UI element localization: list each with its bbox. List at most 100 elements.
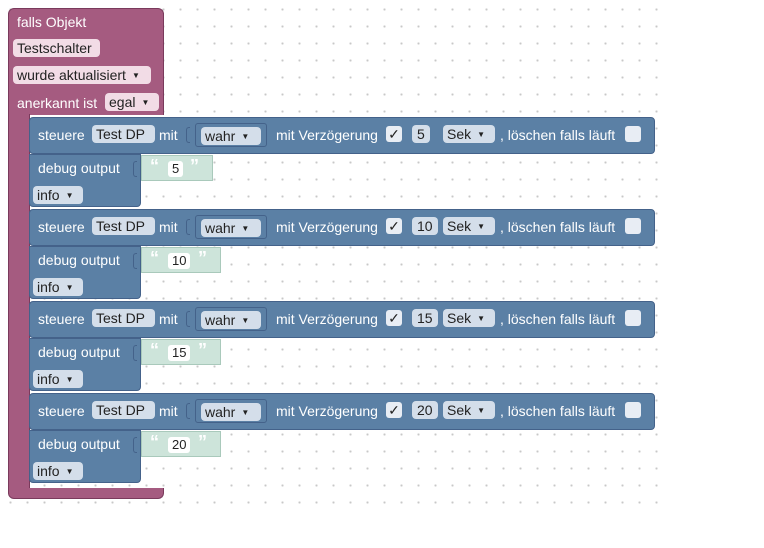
level-select[interactable]: info▼ — [33, 278, 83, 296]
chevron-down-icon: ▼ — [477, 130, 486, 139]
level-select-label: info — [37, 463, 60, 479]
value-input-notch — [186, 311, 190, 327]
level-select[interactable]: info▼ — [33, 462, 83, 480]
event-title: falls Objekt — [17, 14, 87, 30]
workspace-edge — [664, 0, 764, 548]
level-select-label: info — [37, 371, 60, 387]
quote-open-icon: “ — [150, 340, 159, 360]
object-field[interactable]: Testschalter — [13, 39, 100, 57]
clear-label: , löschen falls läuft — [500, 127, 616, 143]
clear-label: , löschen falls läuft — [500, 403, 616, 419]
debug-label: debug output — [38, 160, 120, 176]
quote-close-icon: ” — [198, 340, 207, 360]
trigger-select[interactable]: wurde aktualisiert▼ — [13, 66, 151, 84]
unit-select[interactable]: Sek▼ — [443, 401, 495, 419]
text-value-field[interactable]: 20 — [168, 437, 191, 453]
debug-input-notch — [133, 253, 137, 269]
delay-label: mit Verzögerung — [276, 311, 378, 327]
debug-input-notch — [133, 161, 137, 177]
chevron-down-icon: ▼ — [241, 316, 250, 325]
target-field-label: Test DP — [96, 402, 146, 418]
check-icon: ✓ — [388, 402, 400, 418]
steuere-label: steuere — [38, 311, 85, 327]
level-select[interactable]: info ▼ — [33, 370, 83, 388]
ack-select-label: egal — [109, 94, 136, 110]
ack-select[interactable]: egal▼ — [105, 93, 159, 111]
unit-select[interactable]: Sek▼ — [443, 125, 495, 143]
text-block[interactable]: “ 20 ” — [141, 431, 221, 457]
check-icon: ✓ — [388, 310, 400, 326]
value-select[interactable]: wahr▼ — [201, 127, 261, 145]
quote-open-icon: “ — [150, 156, 159, 176]
steuere-label: steuere — [38, 219, 85, 235]
debug-label: debug output — [38, 252, 120, 268]
check-icon: ✓ — [388, 218, 400, 234]
text-block[interactable]: “ 10 ” — [141, 247, 221, 273]
mit-label: mit — [159, 127, 178, 143]
chevron-down-icon: ▼ — [65, 375, 74, 384]
delay-value-field[interactable]: 10 — [412, 217, 438, 235]
value-input-notch — [186, 403, 190, 419]
value-block[interactable]: wahr▼ — [195, 307, 267, 331]
clear-checkbox[interactable] — [625, 402, 641, 418]
value-select-label: wahr — [205, 404, 236, 420]
text-block[interactable]: “ 15 ” — [141, 339, 221, 365]
chevron-down-icon: ▼ — [477, 222, 486, 231]
target-field-label: Test DP — [96, 126, 146, 142]
text-value-field[interactable]: 10 — [168, 253, 191, 269]
value-block[interactable]: wahr▼ — [195, 123, 267, 147]
value-select-label: wahr — [205, 128, 236, 144]
delay-value-label: 10 — [417, 218, 433, 234]
target-field[interactable]: Test DP — [92, 125, 155, 143]
delay-label: mit Verzögerung — [276, 219, 378, 235]
delay-label: mit Verzögerung — [276, 403, 378, 419]
delay-value-field[interactable]: 20 — [412, 401, 438, 419]
value-block[interactable]: wahr▼ — [195, 215, 267, 239]
level-select-label: info — [37, 187, 60, 203]
quote-open-icon: “ — [150, 432, 159, 452]
delay-checkbox[interactable]: ✓ — [386, 126, 402, 142]
value-select[interactable]: wahr ▼ — [201, 403, 261, 421]
delay-checkbox[interactable]: ✓ — [386, 402, 402, 418]
quote-close-icon: ” — [190, 156, 199, 176]
value-block[interactable]: wahr ▼ — [195, 399, 267, 423]
text-value-field[interactable]: 15 — [168, 345, 191, 361]
clear-checkbox[interactable] — [625, 218, 641, 234]
value-input-notch — [186, 219, 190, 235]
chevron-down-icon: ▼ — [241, 408, 250, 417]
target-field[interactable]: Test DP — [92, 309, 155, 327]
mit-label: mit — [159, 311, 178, 327]
debug-input-notch — [133, 437, 137, 453]
object-field-label: Testschalter — [17, 40, 92, 56]
quote-open-icon: “ — [150, 248, 159, 268]
chevron-down-icon: ▼ — [477, 314, 486, 323]
value-select[interactable]: wahr▼ — [201, 311, 261, 329]
delay-value-field[interactable]: 15 — [412, 309, 438, 327]
text-value-field[interactable]: 5 — [168, 161, 184, 177]
mit-label: mit — [159, 219, 178, 235]
unit-select-label: Sek — [447, 310, 472, 326]
delay-checkbox[interactable]: ✓ — [386, 218, 402, 234]
text-block[interactable]: “ 5 ” — [141, 155, 213, 181]
delay-checkbox[interactable]: ✓ — [386, 310, 402, 326]
clear-checkbox[interactable] — [625, 310, 641, 326]
ack-label: anerkannt ist — [17, 95, 98, 111]
control-block[interactable] — [29, 117, 655, 154]
value-select[interactable]: wahr▼ — [201, 219, 261, 237]
unit-select[interactable]: Sek ▼ — [443, 309, 495, 327]
delay-value-field[interactable]: 5 — [412, 125, 430, 143]
delay-value-label: 15 — [417, 310, 433, 326]
clear-checkbox[interactable] — [625, 126, 641, 142]
event-block-spine — [8, 114, 30, 489]
clear-label: , löschen falls läuft — [500, 311, 616, 327]
level-select[interactable]: info ▼ — [33, 186, 83, 204]
target-field[interactable]: Test DP — [92, 217, 155, 235]
chevron-down-icon: ▼ — [65, 191, 74, 200]
quote-close-icon: ” — [198, 248, 207, 268]
unit-select[interactable]: Sek ▼ — [443, 217, 495, 235]
chevron-down-icon: ▼ — [131, 71, 140, 80]
target-field[interactable]: Test DP — [92, 401, 155, 419]
level-select-label: info — [37, 279, 60, 295]
unit-select-label: Sek — [447, 218, 472, 234]
check-icon: ✓ — [388, 126, 400, 142]
